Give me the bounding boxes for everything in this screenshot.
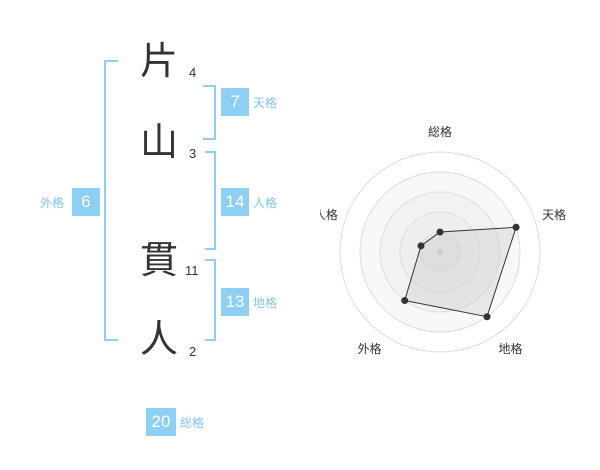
tenkaku-label: 天格 xyxy=(253,96,278,110)
stroke-count-4: 2 xyxy=(189,344,197,359)
radar-axis-label-地格: 地格 xyxy=(498,341,522,356)
radar-point-人格 xyxy=(417,242,425,250)
name-char-1: 片 xyxy=(140,39,179,83)
radar-point-総格 xyxy=(436,228,444,236)
jinkaku-bracket xyxy=(205,151,216,250)
gaikaku-value-badge: 6 xyxy=(72,188,100,216)
stroke-count-2: 3 xyxy=(189,146,197,161)
chikaku-label: 地格 xyxy=(253,296,278,310)
chikaku-bracket xyxy=(205,259,216,341)
radar-point-外格 xyxy=(401,297,409,305)
tenkaku-bracket xyxy=(203,85,216,140)
radar-point-天格 xyxy=(512,223,520,231)
soukaku-label: 総格 xyxy=(180,416,205,430)
name-char-2: 山 xyxy=(140,120,179,164)
tenkaku-value-badge: 7 xyxy=(221,88,249,116)
gaikaku-label: 外格 xyxy=(40,196,65,210)
radar-axis-label-天格: 天格 xyxy=(542,207,566,222)
radar-axis-label-外格: 外格 xyxy=(357,341,381,356)
radar-axis-label-総格: 総格 xyxy=(428,124,452,139)
radar-axis-label-人格: 人格 xyxy=(320,207,338,222)
radar-point-地格 xyxy=(483,313,491,321)
radar-center xyxy=(437,249,443,255)
name-char-4: 人 xyxy=(140,317,179,361)
gaikaku-bracket xyxy=(104,60,118,341)
chikaku-value-badge: 13 xyxy=(221,288,249,316)
stroke-count-3: 11 xyxy=(185,263,199,278)
soukaku-value-badge: 20 xyxy=(146,408,176,436)
jinkaku-value-badge: 14 xyxy=(221,188,249,216)
jinkaku-label: 人格 xyxy=(253,196,278,210)
stroke-count-1: 4 xyxy=(189,65,197,80)
radar-series-polygon xyxy=(404,226,517,318)
name-char-3: 貫 xyxy=(140,238,179,282)
